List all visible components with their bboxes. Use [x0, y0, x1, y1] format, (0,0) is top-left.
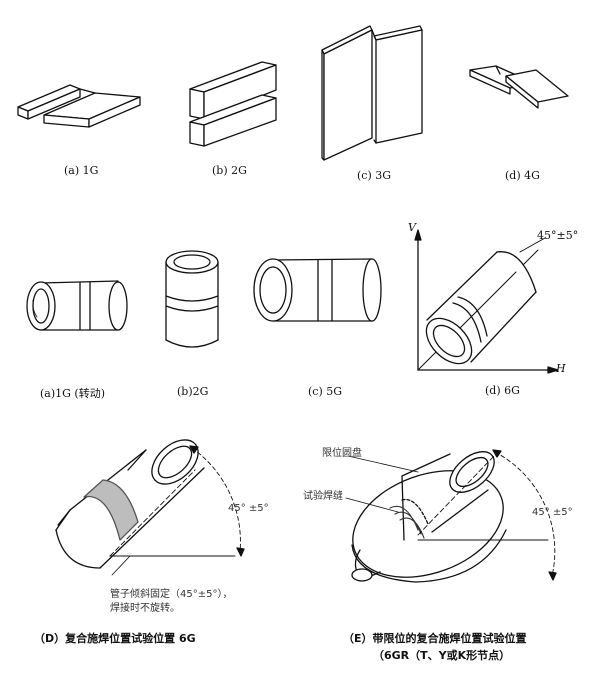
caption-pipe-2g: (b)2G [177, 385, 209, 398]
axis-v-label: V [408, 221, 416, 234]
angle-label-detail-e: 45° ±5° [532, 507, 573, 518]
caption-pipe-1g: (a)1G (转动) [40, 387, 106, 400]
caption-plate-4g: (d) 4G [505, 169, 540, 182]
note-line-1: 管子倾斜固定（45°±5°）， [110, 589, 233, 600]
angle-label-6g: 45°±5° [537, 229, 579, 242]
plate-3g-illustration [321, 25, 423, 161]
detail-6gr-illustration [345, 449, 557, 583]
plate-4g-illustration [469, 65, 569, 109]
axis-h-label: H [556, 362, 566, 375]
detail-6g-illustration [55, 439, 245, 576]
caption-detail-d: （D）复合施焊位置试验位置 6G [34, 632, 196, 645]
caption-plate-2g: (b) 2G [212, 164, 247, 177]
caption-pipe-6g: (d) 6G [485, 384, 520, 397]
label-test-weld: 试验焊缝 [303, 491, 343, 502]
angle-label-detail-d: 45° ±5° [228, 503, 269, 514]
caption-pipe-5g: (c) 5G [308, 385, 343, 398]
pipe-6g-diagram [414, 229, 559, 374]
plate-1g-illustration [17, 84, 141, 128]
note-line-2: 焊接时不旋转。 [110, 603, 180, 614]
caption-detail-e-line2: （6GR（T、Y或K形节点） [373, 649, 511, 662]
caption-detail-e-line1: （E）带限位的复合施焊位置试验位置 [343, 632, 527, 645]
caption-plate-1g: (a) 1G [64, 164, 99, 177]
pipe-2g-illustration [165, 250, 219, 348]
pipe-5g-illustration [253, 258, 382, 322]
plate-2g-illustration [189, 61, 277, 147]
pipe-1g-illustration [26, 280, 128, 331]
caption-plate-3g: (c) 3G [357, 169, 392, 182]
label-restricting-ring: 限位圆盘 [322, 448, 362, 459]
